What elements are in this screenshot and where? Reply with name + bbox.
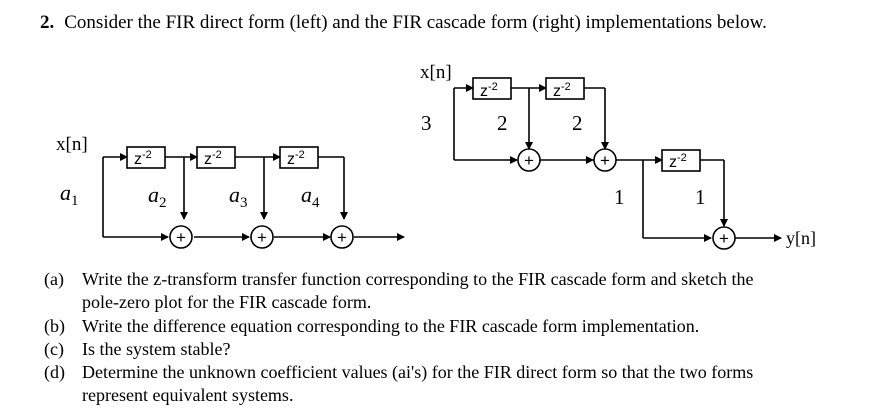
cascade-delay-1: z-2: [480, 81, 498, 100]
direct-delay-2: z-2: [204, 149, 222, 168]
cascade-delay-2: z-2: [553, 81, 571, 100]
direct-form-diagram: [102, 146, 405, 249]
direct-input-label: x[n]: [56, 134, 88, 155]
direct-adder-1: +: [176, 228, 186, 247]
cascade-coef-2b: 2: [572, 111, 583, 135]
problem-heading: 2. Consider the FIR direct form (left) an…: [40, 12, 767, 34]
coef-a3: a3: [229, 182, 248, 211]
cascade-adder-3: +: [719, 229, 729, 248]
cascade-delay-3: z-2: [669, 152, 687, 171]
direct-delay-3: z-2: [287, 149, 305, 168]
cascade-form-diagram: [453, 77, 782, 250]
direct-delay-1: z-2: [134, 149, 152, 168]
coef-a1: a1: [60, 180, 79, 209]
direct-adder-2: +: [257, 228, 267, 247]
question-a: (a)Write the z-transform transfer functi…: [44, 269, 754, 312]
question-b: (b)Write the difference equation corresp…: [44, 316, 700, 336]
cascade-coef-2a: 2: [497, 111, 508, 135]
coef-a4: a4: [301, 182, 320, 211]
cascade-coef-3: 3: [421, 111, 432, 135]
cascade-input-label: x[n]: [420, 62, 452, 83]
cascade-output-label: y[n]: [786, 228, 816, 248]
question-c: (c)Is the system stable?: [44, 339, 231, 359]
direct-adder-3: +: [337, 228, 347, 247]
cascade-adder-2: +: [600, 151, 610, 170]
problem-number: 2.: [40, 12, 55, 33]
cascade-adder-1: +: [524, 151, 534, 170]
problem-statement: Consider the FIR direct form (left) and …: [64, 12, 767, 33]
cascade-coef-1b: 1: [695, 185, 706, 209]
coef-a2: a2: [148, 182, 167, 211]
question-d: (d)Determine the unknown coefficient val…: [44, 362, 754, 405]
cascade-coef-1a: 1: [614, 185, 625, 209]
